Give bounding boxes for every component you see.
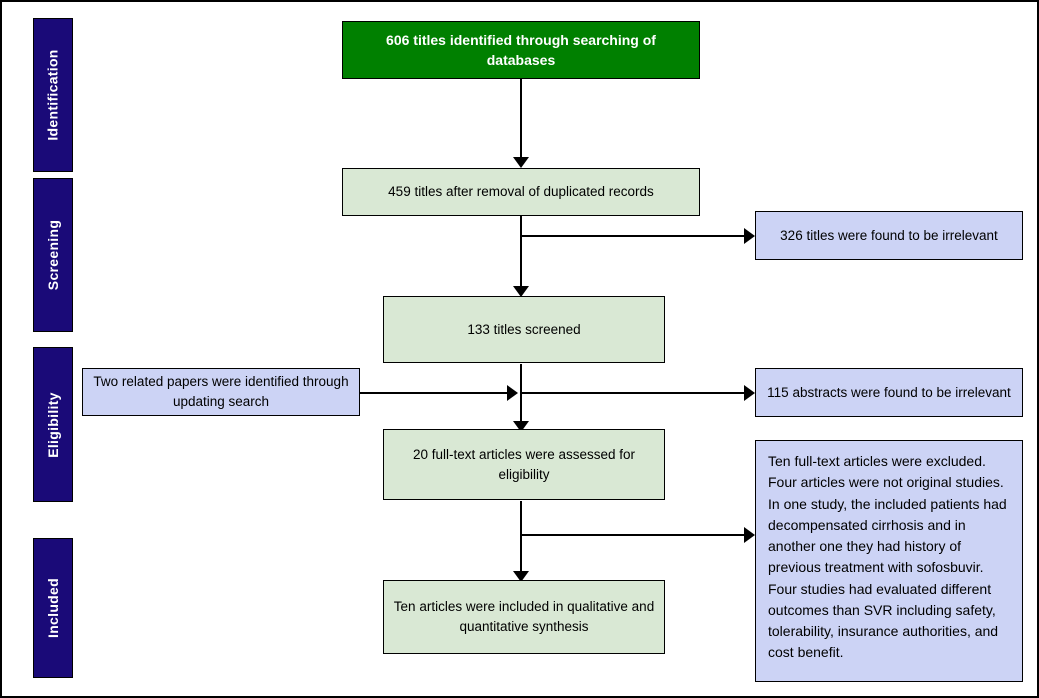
connector-stem-to-irrelevant-abstracts xyxy=(520,392,746,394)
stage-label-screening: Screening xyxy=(33,178,73,332)
box-after-duplicates-removed: 459 titles after removal of duplicated r… xyxy=(342,168,700,216)
stage-label-eligibility-text: Eligibility xyxy=(45,391,61,458)
arrowhead-to-irrelevant-abstracts xyxy=(744,385,755,401)
connector-duplicates-to-screened xyxy=(520,215,522,288)
arrowhead-to-irrelevant-titles xyxy=(744,228,755,244)
arrowhead-to-fulltext xyxy=(513,421,529,432)
box-fulltext-excluded-reasons: Ten full-text articles were excluded. Fo… xyxy=(755,440,1023,682)
box-fulltext-assessed: 20 full-text articles were assessed for … xyxy=(383,429,665,500)
stage-label-identification-text: Identification xyxy=(45,49,61,141)
box-updating-search: Two related papers were identified throu… xyxy=(82,368,360,416)
connector-updating-search-to-stem xyxy=(360,392,512,394)
stage-label-included-text: Included xyxy=(45,578,61,638)
arrowhead-to-excluded xyxy=(744,527,755,543)
stage-label-identification: Identification xyxy=(33,18,73,172)
arrowhead-updating-search-into-stem xyxy=(507,385,518,401)
stage-label-eligibility: Eligibility xyxy=(33,347,73,502)
box-titles-irrelevant: 326 titles were found to be irrelevant xyxy=(755,211,1023,260)
arrowhead-to-screened xyxy=(513,286,529,297)
stage-label-included: Included xyxy=(33,538,73,678)
connector-fulltext-to-excluded xyxy=(520,534,746,536)
connector-identified-to-duplicates xyxy=(520,79,522,159)
stage-label-screening-text: Screening xyxy=(45,219,62,291)
box-titles-screened: 133 titles screened xyxy=(383,296,665,363)
box-records-identified: 606 titles identified through searching … xyxy=(342,21,700,79)
connector-duplicates-to-irrelevant-titles xyxy=(520,235,746,237)
box-abstracts-irrelevant: 115 abstracts were found to be irrelevan… xyxy=(755,368,1023,417)
arrowhead-to-duplicates xyxy=(513,157,529,168)
box-included-synthesis: Ten articles were included in qualitativ… xyxy=(383,580,665,654)
connector-fulltext-to-included xyxy=(520,501,522,573)
arrowhead-to-included xyxy=(513,571,529,582)
